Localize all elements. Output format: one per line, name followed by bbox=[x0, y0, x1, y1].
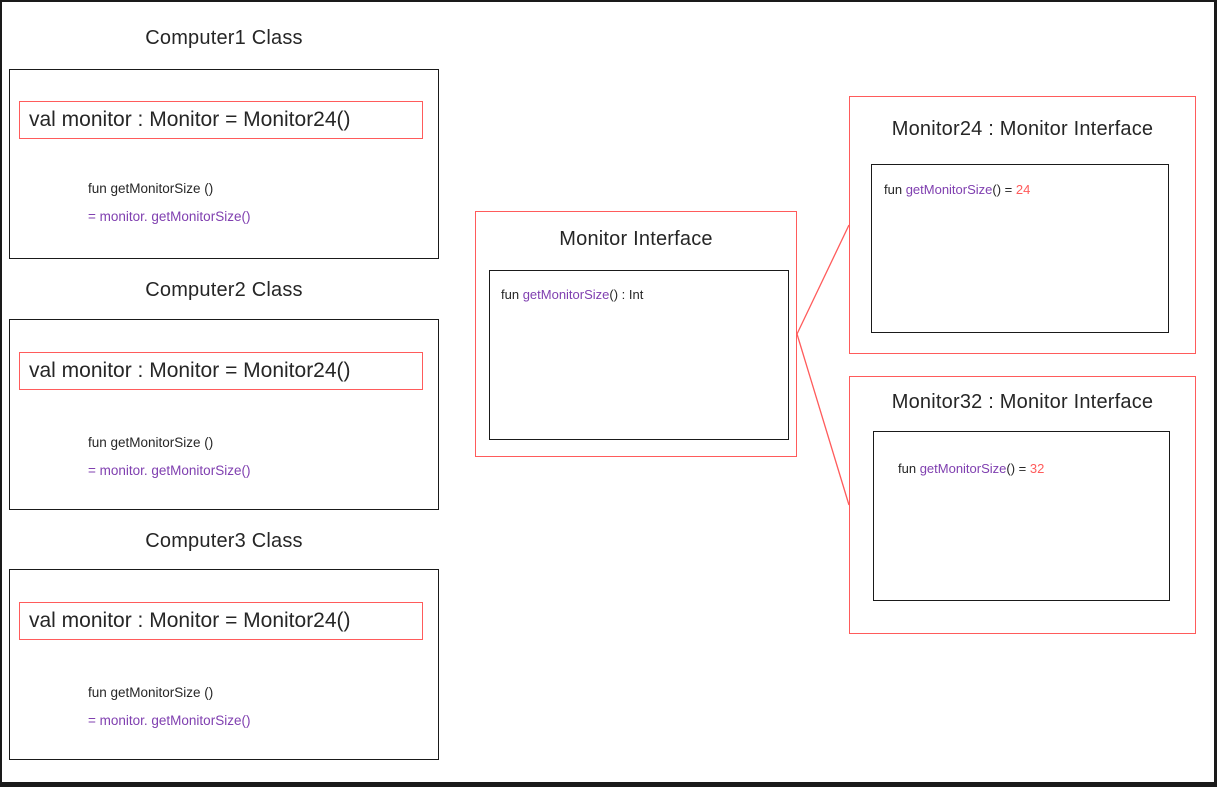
computer2-val-text: val monitor : Monitor = Monitor24() bbox=[29, 359, 351, 382]
monitor24-members-box: fun getMonitorSize() = 24 bbox=[871, 164, 1169, 333]
monitor32-box: Monitor32 : Monitor Interface fun getMon… bbox=[849, 376, 1196, 634]
computer3-val-text: val monitor : Monitor = Monitor24() bbox=[29, 609, 351, 632]
computer1-val-text: val monitor : Monitor = Monitor24() bbox=[29, 108, 351, 131]
return-value: 32 bbox=[1029, 461, 1045, 476]
computer1-class-title: Computer1 Class bbox=[145, 27, 303, 49]
monitor32-fun-definition: fun getMonitorSize() = 32 bbox=[898, 461, 1044, 476]
keyword-fun: fun bbox=[501, 287, 523, 302]
computer1-val-declaration: val monitor : Monitor = Monitor24() bbox=[19, 101, 423, 139]
computer2-val-declaration: val monitor : Monitor = Monitor24() bbox=[19, 352, 423, 390]
computer3-val-declaration: val monitor : Monitor = Monitor24() bbox=[19, 602, 423, 640]
computer3-fun-body: = monitor. getMonitorSize() bbox=[88, 713, 251, 728]
computer2-fun-body: = monitor. getMonitorSize() bbox=[88, 463, 251, 478]
monitor24-box: Monitor24 : Monitor Interface fun getMon… bbox=[849, 96, 1196, 354]
computer2-class-title: Computer2 Class bbox=[145, 279, 303, 301]
inheritance-line-monitor24 bbox=[796, 224, 850, 335]
computer1-class-box: val monitor : Monitor = Monitor24() fun … bbox=[9, 69, 439, 259]
computer3-class-title: Computer3 Class bbox=[145, 530, 303, 552]
inheritance-line-monitor32 bbox=[796, 333, 850, 506]
monitor32-title: Monitor32 : Monitor Interface bbox=[891, 391, 1154, 413]
computer1-fun-body: = monitor. getMonitorSize() bbox=[88, 209, 251, 224]
monitor24-fun-definition: fun getMonitorSize() = 24 bbox=[884, 182, 1030, 197]
computer2-fun-signature: fun getMonitorSize () bbox=[88, 435, 214, 450]
equals-sign: () = bbox=[992, 182, 1016, 197]
monitor-interface-members-box: fun getMonitorSize() : Int bbox=[489, 270, 789, 440]
function-name: getMonitorSize bbox=[522, 287, 610, 302]
function-name: getMonitorSize bbox=[905, 182, 993, 197]
computer2-class-box: val monitor : Monitor = Monitor24() fun … bbox=[9, 319, 439, 510]
monitor-interface-fun-signature: fun getMonitorSize() : Int bbox=[501, 287, 643, 302]
function-name: getMonitorSize bbox=[919, 461, 1007, 476]
keyword-fun: fun bbox=[884, 182, 906, 197]
signature-rest: () : Int bbox=[609, 287, 644, 302]
computer1-fun-signature: fun getMonitorSize () bbox=[88, 181, 214, 196]
computer3-class-box: val monitor : Monitor = Monitor24() fun … bbox=[9, 569, 439, 760]
monitor-interface-title: Monitor Interface bbox=[559, 228, 713, 250]
computer3-fun-signature: fun getMonitorSize () bbox=[88, 685, 214, 700]
monitor24-title: Monitor24 : Monitor Interface bbox=[891, 118, 1154, 140]
keyword-fun: fun bbox=[898, 461, 920, 476]
equals-sign: () = bbox=[1006, 461, 1030, 476]
monitor-interface-box: Monitor Interface fun getMonitorSize() :… bbox=[475, 211, 797, 457]
monitor32-members-box: fun getMonitorSize() = 32 bbox=[873, 431, 1170, 601]
return-value: 24 bbox=[1015, 182, 1031, 197]
